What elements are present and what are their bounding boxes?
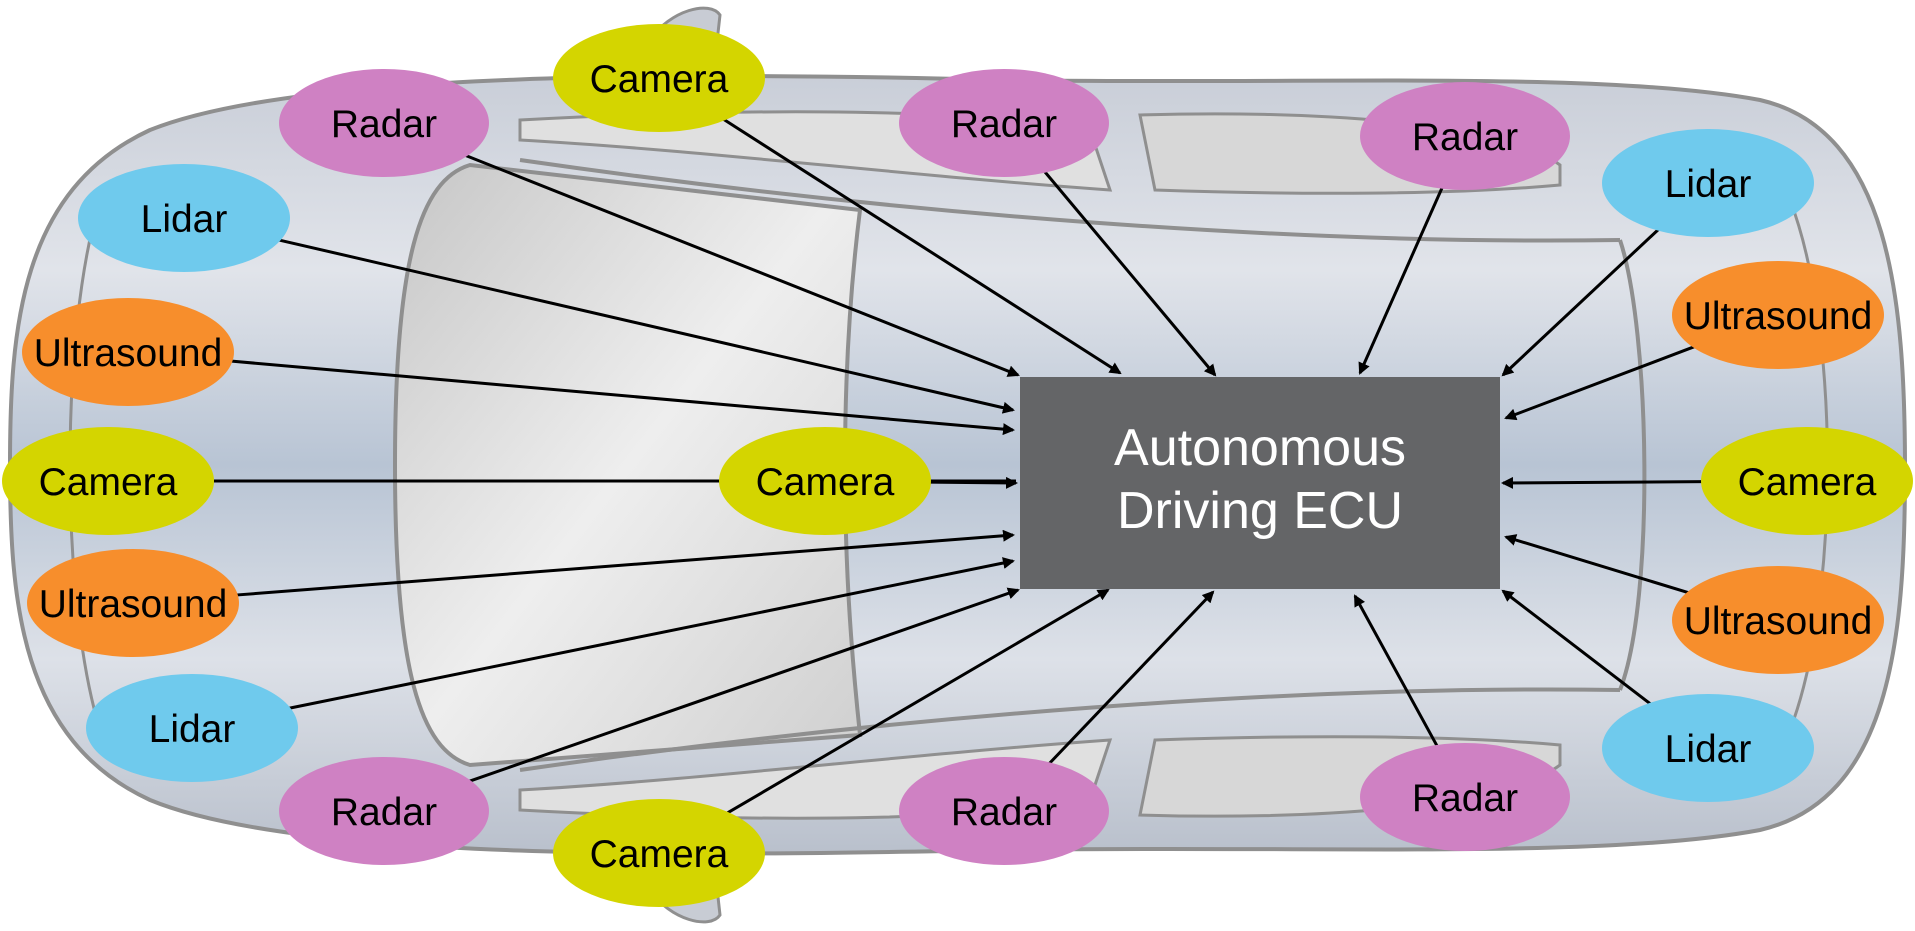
sensor-ultrasound-label: Ultrasound (1684, 600, 1873, 643)
sensor-radar-ellipse (279, 757, 489, 865)
sensor-radar-label: Radar (1412, 116, 1518, 159)
sensor-radar-ellipse (899, 757, 1109, 865)
sensor-lidar-14: Lidar (1602, 694, 1814, 802)
arrow-lidar-11 (278, 238, 1015, 414)
sensor-radar-4: Radar (899, 757, 1109, 865)
sensor-ultrasound-label: Ultrasound (1684, 295, 1873, 338)
roof-line-top (519, 158, 1621, 243)
sensor-lidar-ellipse (1602, 129, 1814, 237)
sensor-camera-9: Camera (1701, 427, 1913, 535)
roof-line-bottom (519, 687, 1621, 772)
sensor-ultrasound-ellipse (1672, 566, 1884, 674)
sensor-radar-ellipse (1360, 82, 1570, 190)
arrow-radar-2 (1358, 186, 1444, 375)
arrow-camera-6 (722, 118, 1122, 375)
sensor-lidar-ellipse (86, 674, 298, 782)
sensor-camera-7: Camera (2, 427, 214, 535)
sensor-radar-label: Radar (331, 791, 437, 834)
arrow-radar-3 (468, 587, 1020, 783)
ecu-label-line2: Driving ECU (1117, 482, 1403, 540)
sensor-camera-ellipse (553, 799, 765, 907)
arrow-radar-5 (1353, 594, 1439, 747)
sensor-ultrasound-label: Ultrasound (39, 583, 228, 626)
sensor-camera-ellipse (2, 427, 214, 535)
sensor-lidar-12: Lidar (1602, 129, 1814, 237)
sensor-radar-2: Radar (1360, 82, 1570, 190)
sensor-radar-ellipse (1360, 743, 1570, 851)
sensor-radar-label: Radar (331, 103, 437, 146)
sensor-radar-5: Radar (1360, 743, 1570, 851)
arrow-radar-1 (1043, 170, 1217, 377)
sensor-camera-label: Camera (1738, 461, 1877, 504)
sensor-lidar-ellipse (1602, 694, 1814, 802)
arrow-ultrasound-16 (1504, 345, 1696, 421)
sensor-radar-3: Radar (279, 757, 489, 865)
sensor-lidar-13: Lidar (86, 674, 298, 782)
arrow-lidar-13 (288, 557, 1015, 710)
sensor-radar-label: Radar (1412, 777, 1518, 820)
sensor-radar-ellipse (899, 69, 1109, 177)
rear-window (1618, 239, 1647, 691)
sensor-ultrasound-18: Ultrasound (1672, 566, 1884, 674)
arrows-layer (214, 118, 1704, 815)
arrow-camera-9 (1501, 476, 1704, 489)
sensor-radar-0: Radar (279, 69, 489, 177)
sensor-camera-ellipse (553, 24, 765, 132)
arrow-camera-10 (726, 588, 1110, 815)
sensor-lidar-11: Lidar (78, 164, 290, 272)
sensor-camera-label: Camera (756, 461, 895, 504)
sensor-camera-6: Camera (553, 24, 765, 132)
sensor-camera-10: Camera (553, 799, 765, 907)
arrow-ultrasound-15 (230, 359, 1015, 436)
arrow-ultrasound-17 (235, 529, 1015, 597)
sensor-lidar-ellipse (78, 164, 290, 272)
sensor-ultrasound-label: Ultrasound (34, 332, 223, 375)
sensor-camera-8: Camera (719, 427, 931, 535)
sensor-radar-label: Radar (951, 103, 1057, 146)
sensor-lidar-label: Lidar (149, 708, 236, 751)
arrow-lidar-12 (1501, 228, 1660, 377)
sensor-camera-ellipse (1701, 427, 1913, 535)
sensor-ultrasound-17: Ultrasound (27, 549, 239, 657)
sensor-ultrasound-ellipse (1672, 261, 1884, 369)
ecu-label-line1: Autonomous (1114, 419, 1406, 477)
sensor-radar-label: Radar (951, 791, 1057, 834)
arrow-radar-0 (464, 153, 1020, 377)
sensor-camera-label: Camera (590, 58, 729, 101)
arrow-camera-8 (928, 476, 1018, 489)
sensor-camera-ellipse (719, 427, 931, 535)
ecu-box: Autonomous Driving ECU (1020, 377, 1500, 589)
sensor-ultrasound-15: Ultrasound (22, 298, 234, 406)
sensor-radar-ellipse (279, 69, 489, 177)
arrow-ultrasound-18 (1504, 534, 1690, 595)
sensor-lidar-label: Lidar (1665, 163, 1752, 206)
sensor-ultrasound-ellipse (22, 298, 234, 406)
ecu-rect (1020, 377, 1500, 589)
sensor-ultrasound-ellipse (27, 549, 239, 657)
sensor-camera-label: Camera (39, 461, 178, 504)
sensor-lidar-label: Lidar (1665, 728, 1752, 771)
sensor-lidar-label: Lidar (141, 198, 228, 241)
sensor-camera-label: Camera (590, 833, 729, 876)
sensor-ultrasound-16: Ultrasound (1672, 261, 1884, 369)
sensor-radar-1: Radar (899, 69, 1109, 177)
arrow-radar-4 (1048, 590, 1215, 765)
arrow-lidar-14 (1501, 589, 1652, 706)
